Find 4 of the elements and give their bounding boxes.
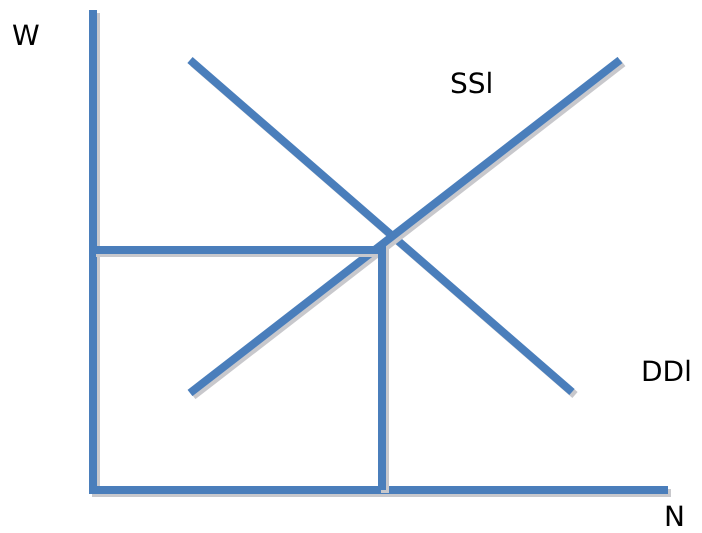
axis-label: W bbox=[12, 22, 40, 50]
curve-label: SSl bbox=[450, 70, 494, 98]
curve-label: DDl bbox=[641, 358, 692, 386]
axis-label: N bbox=[664, 503, 685, 531]
